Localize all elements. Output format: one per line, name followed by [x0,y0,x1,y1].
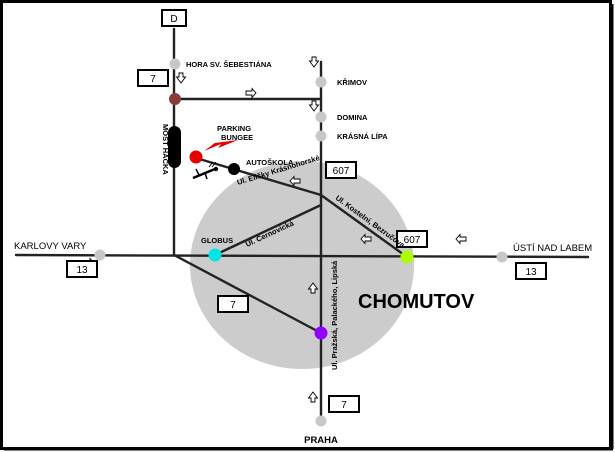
junction-hora-link [169,93,181,105]
label-parking: PARKING [217,124,251,133]
shield-607-center-label: 607 [333,166,350,177]
waypoint-praha [315,415,327,427]
road-13-east-west [14,253,590,259]
bungee-jumper-icon [192,161,219,180]
label-usti: ÚSTÍ NAD LABEM [513,243,592,254]
shield-d-box [161,9,187,27]
shield-7-south-label: 7 [341,400,347,411]
shield-7-south-box [328,395,360,413]
label-globus: GLOBUS [201,236,233,245]
label-bungee: BUNGEE [221,133,253,142]
label-krasna-lipa: KRÁSNÁ LÍPA [337,132,388,141]
globus-marker [208,248,222,262]
shield-13-west-label: 13 [76,265,88,276]
most-hacka-bridge [168,126,181,168]
chomutov-city-area [190,161,414,369]
waypoint-usti [496,251,508,263]
shield-7-center-label: 7 [230,300,236,311]
waypoint-karlovy-vary [94,249,106,261]
parking-bungee-marker [189,150,203,164]
label-autoskola: AUTOŠKOLA [246,158,294,167]
waypoint-krimov [315,76,327,88]
shield-607-east-box [396,230,428,248]
road-shields: D 7 607 607 13 13 7 7 [66,9,547,413]
shield-607-center-box [325,161,357,179]
label-karlovy-vary: KARLOVY VARY [14,241,87,252]
shield-13-east-label: 13 [525,267,537,278]
label-chomutov: CHOMUTOV [358,291,475,313]
waypoints [94,58,508,427]
road-kostelni [319,193,409,259]
road-7-diagonal [172,253,323,335]
label-hora: HORA SV. ŠEBESTIÁNA [186,60,272,69]
road-krasnohorske [194,156,323,197]
shield-13-east-box [515,262,547,280]
road-cernovicka [213,203,323,257]
shield-7-north-box [137,69,169,87]
label-prazska: Ul. Pražská, Palackého, Lipská [330,260,339,370]
autoskola-marker [228,163,240,175]
shield-607-east-label: 607 [404,235,421,246]
junction-east-marker [400,250,414,264]
place-labels: HORA SV. ŠEBESTIÁNA KŘIMOV DOMINA KRÁSNÁ… [14,60,592,446]
label-domina: DOMINA [337,113,368,122]
parking-pointer-icon [204,140,238,151]
label-krimov: KŘIMOV [337,78,367,87]
junction-south-marker [314,326,328,340]
shield-d-label: D [170,14,177,25]
waypoint-domina [315,111,327,123]
waypoint-krasna-lipa [315,130,327,142]
label-most-hacka: MOST HAČKA [161,124,170,175]
waypoint-hora [169,58,181,70]
label-praha: PRAHA [304,435,338,446]
shield-7-north-label: 7 [150,74,156,85]
shield-7-center-box [217,295,249,313]
shield-13-west-box [66,260,98,278]
